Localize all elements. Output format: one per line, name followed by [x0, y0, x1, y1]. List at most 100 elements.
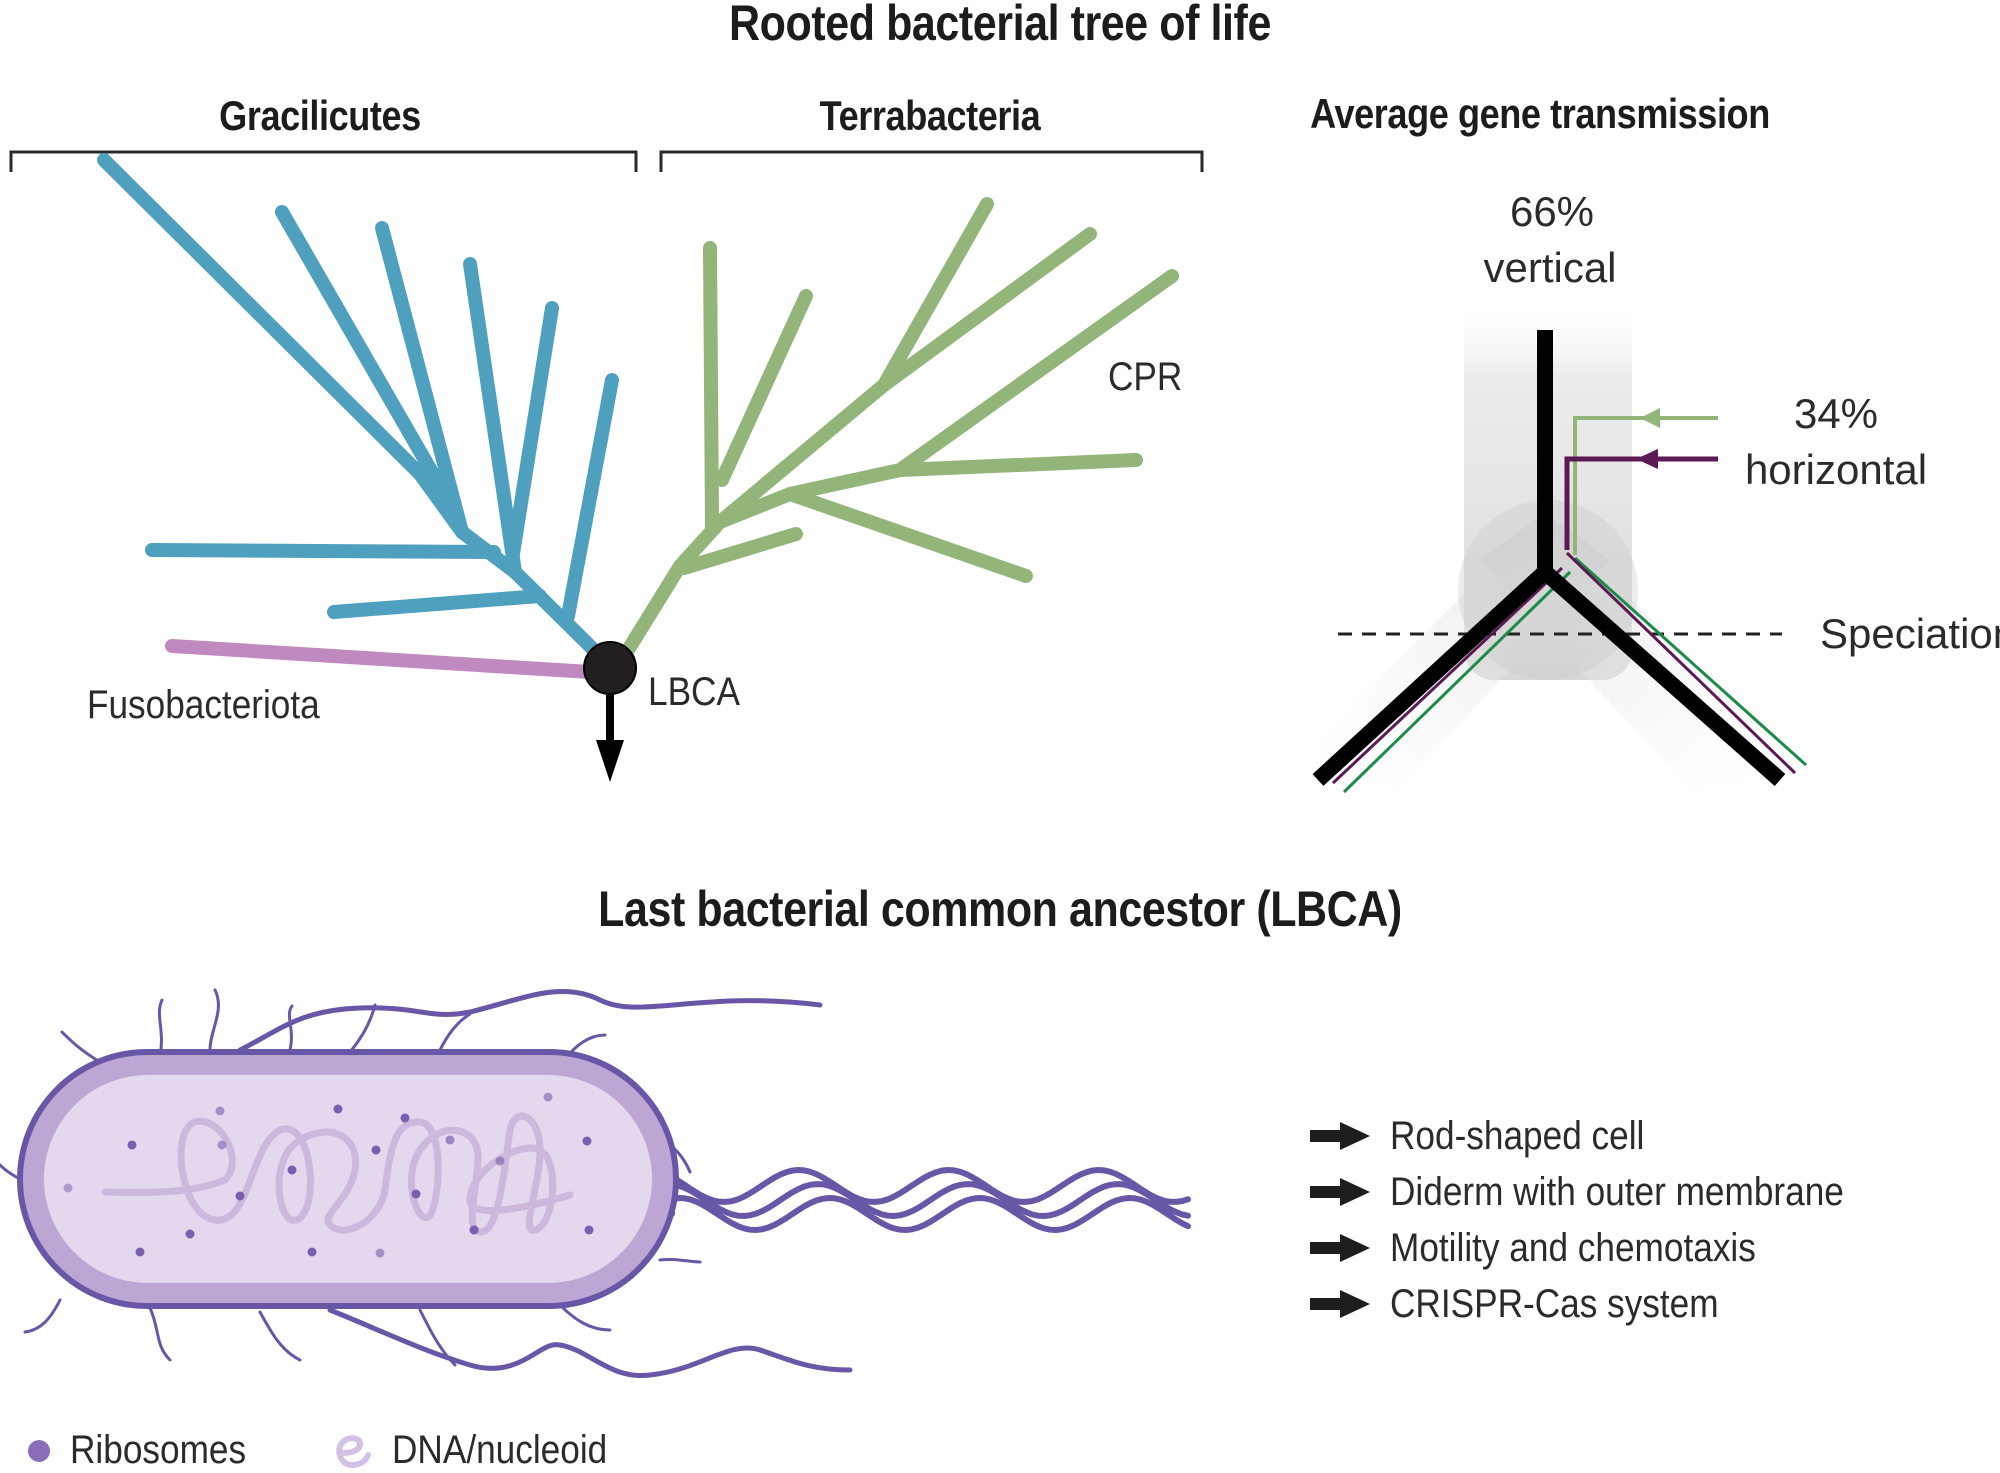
trait-label: Motility and chemotaxis [1390, 1225, 1756, 1270]
terrabacteria-clade [621, 197, 1179, 657]
trait-item: Motility and chemotaxis [1310, 1220, 1806, 1276]
ribosome [235, 1191, 245, 1201]
ribosome [217, 1140, 227, 1150]
fusobacteriota-line [165, 639, 597, 679]
legend-label: DNA/nucleoid [392, 1428, 608, 1472]
gracilicutes-branch [463, 257, 522, 579]
trait-arrow-icon [1310, 1290, 1370, 1318]
ribosomes [63, 1092, 594, 1258]
fusobacteriota-label: Fusobacteriota [87, 682, 320, 727]
flagellum [327, 1307, 853, 1379]
pilus [148, 1306, 172, 1362]
ribosome [375, 1248, 385, 1258]
ribosome [215, 1106, 225, 1116]
hgt-green-arrowhead [1640, 408, 1660, 428]
ribosome [495, 1156, 505, 1166]
main-title: Rooted bacterial tree of life [729, 0, 1271, 51]
hgt-green-arrow [1573, 416, 1718, 555]
lbca-label: LBCA [648, 669, 741, 714]
pilus [438, 1012, 472, 1052]
lbca-node [583, 641, 637, 695]
terrabacteria-branch [715, 289, 813, 487]
ribosome [185, 1229, 195, 1239]
terrabacteria-branch [893, 453, 1143, 477]
vertical-lineage [1312, 330, 1786, 786]
terrabacteria-branch [783, 487, 1033, 583]
gracilicutes-heading: Gracilicutes [219, 92, 421, 139]
ribosome [582, 1136, 592, 1146]
flagella [237, 989, 1191, 1379]
cytoplasm [44, 1075, 652, 1283]
pilus [348, 1003, 377, 1054]
trait-arrow-icon [1310, 1234, 1370, 1262]
ribosome-dot-icon [28, 1439, 50, 1462]
flagellum [669, 1194, 1191, 1234]
trait-arrow-icon [1310, 1178, 1370, 1206]
terrabacteria-spine [621, 463, 907, 657]
gracilicutes-branch [275, 205, 455, 507]
pilus [258, 1310, 302, 1362]
pilus [208, 988, 220, 1052]
trait-label: Diderm with outer membrane [1390, 1169, 1844, 1214]
ribosome [333, 1104, 343, 1114]
ribosome [287, 1165, 297, 1175]
terrabacteria-branch [877, 197, 994, 392]
dna-nucleoid [101, 1112, 574, 1236]
gene-transmission-heading: Average gene transmission [1310, 90, 1770, 137]
terrabacteria-branch [877, 227, 1097, 392]
pilus [658, 1257, 702, 1264]
gracilicutes-branch [561, 373, 619, 623]
trait-item: Rod-shaped cell [1310, 1108, 1679, 1164]
terrabacteria-heading: Terrabacteria [819, 92, 1041, 139]
gracilicutes-branch [327, 589, 547, 619]
terrabacteria-branch [713, 378, 891, 529]
lbca-cell-illustration [0, 988, 1191, 1379]
pilus [558, 1303, 612, 1332]
hgt-purple-arrow [1564, 456, 1718, 550]
gracilicutes-branch [375, 221, 469, 539]
ribosome [445, 1135, 455, 1145]
legend-dna: DNA/nucleoid [330, 1428, 637, 1473]
dna-coil-icon [336, 1434, 371, 1468]
trait-item: CRISPR-Cas system [1310, 1276, 1763, 1332]
hgt-green-lineage [1342, 556, 1808, 794]
terrabacteria-branch [677, 527, 803, 575]
ribosome [543, 1092, 553, 1102]
trait-arrow-icon [1310, 1122, 1370, 1150]
flagellum [237, 989, 823, 1053]
gene-transmission-diagram: 66% vertical 34% horizontal Speciation [1300, 188, 2000, 794]
terrabacteria-branch [703, 241, 719, 533]
ribosome [411, 1189, 421, 1199]
trait-label: Rod-shaped cell [1390, 1113, 1645, 1158]
cpr-label: CPR [1108, 354, 1182, 399]
trait-label: CRISPR-Cas system [1390, 1281, 1719, 1326]
pilus [60, 1030, 102, 1064]
horizontal-label: horizontal [1745, 446, 1927, 493]
pilus [287, 1004, 294, 1052]
ribosome [584, 1225, 594, 1235]
ribosome [469, 1225, 479, 1235]
horizontal-percent: 34% [1794, 390, 1878, 437]
pilus [157, 998, 164, 1058]
hgt-purple-arrowhead [1636, 449, 1658, 469]
terrabacteria-branch [893, 269, 1179, 477]
terrabacteria-bracket [659, 150, 1204, 172]
gracilicutes-clade [97, 153, 619, 663]
hgt-purple-lineage [1331, 551, 1797, 785]
fusobacteriota-branch [165, 639, 597, 679]
ribosome [63, 1183, 73, 1193]
ribosome [135, 1247, 145, 1257]
gracilicutes-branch [97, 153, 427, 481]
flagellum [669, 1180, 1191, 1220]
ribosome [127, 1140, 137, 1150]
trait-item: Diderm with outer membrane [1310, 1164, 1906, 1220]
gracilicutes-branch [505, 301, 559, 567]
vertical-label: vertical [1483, 244, 1616, 291]
junction-shade [1458, 500, 1638, 680]
pilus [23, 1298, 62, 1334]
gracilicutes-branch [145, 543, 501, 559]
vertical-percent: 66% [1510, 188, 1594, 235]
lbca-heading: Last bacterial common ancestor (LBCA) [598, 881, 1402, 937]
ribosome [371, 1145, 381, 1155]
